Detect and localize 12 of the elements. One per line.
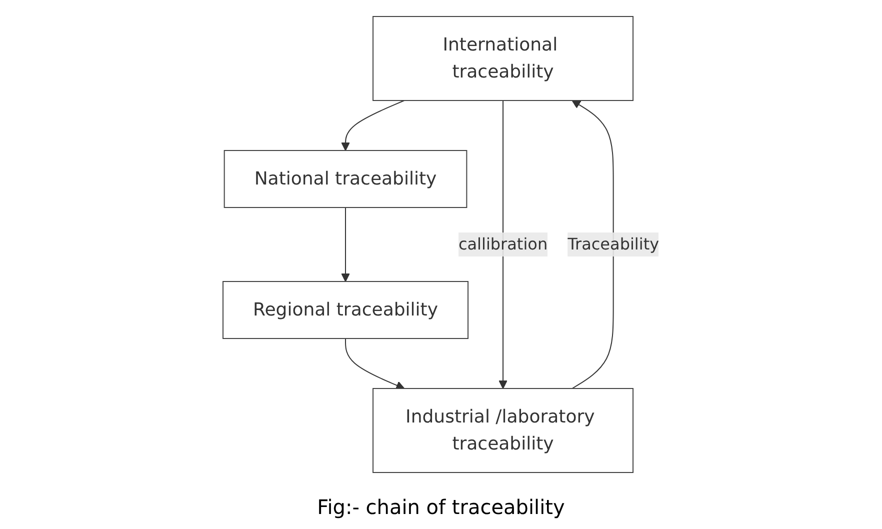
arrow [341, 100, 405, 151]
arrow [341, 207, 350, 282]
node-box: International traceability [372, 16, 634, 101]
edge-label: Traceability [568, 234, 660, 254]
node-box: National traceability [224, 150, 468, 208]
figure-caption: Fig:- chain of traceability [317, 494, 565, 521]
arrow [344, 338, 405, 390]
edge-label: callibration [458, 234, 548, 254]
arrow [572, 100, 614, 389]
arrow [498, 100, 508, 389]
node-box: Regional traceability [222, 281, 468, 339]
node-box: Industrial /laboratory traceability [372, 388, 634, 473]
